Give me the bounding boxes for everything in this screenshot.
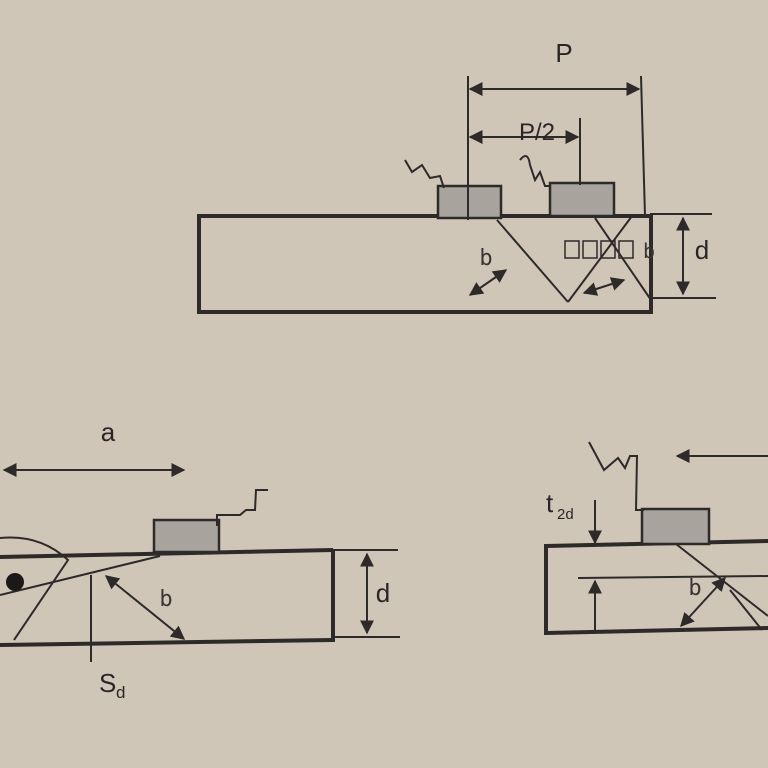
test-plate-top-edge	[0, 548, 334, 559]
label-d: d	[695, 235, 709, 265]
test-plate-top	[197, 214, 653, 314]
label-b: b	[479, 246, 492, 271]
reflector-dot	[6, 573, 24, 591]
dimension-arrow-b	[104, 575, 186, 640]
probe-cable	[588, 441, 644, 511]
label-t-subscript: 2d	[557, 506, 574, 523]
probe-cable-left	[404, 159, 445, 189]
extension-line	[640, 75, 646, 217]
label-d: d	[376, 578, 390, 608]
test-plate-bottom-edge	[0, 638, 334, 647]
label-b: b	[643, 239, 655, 263]
label-s-subscript: d	[116, 683, 125, 702]
reference-line	[577, 575, 768, 579]
beam-path	[0, 555, 161, 596]
figure-top: P P/2 b b d	[197, 38, 716, 314]
label-a: a	[101, 417, 116, 447]
probe	[640, 507, 711, 546]
probe-cable-right	[519, 155, 551, 187]
label-s: S	[99, 668, 116, 698]
dimension-arrow-b	[680, 576, 726, 628]
label-t: t	[546, 488, 554, 518]
probe-right	[548, 181, 616, 218]
figure-bottom-right: t 2d b	[544, 441, 768, 635]
beam-path	[729, 589, 763, 631]
probe-left	[436, 184, 503, 220]
probe-cable	[216, 489, 268, 526]
label-b: b	[159, 587, 172, 612]
beam-path	[496, 219, 569, 303]
placeholder-boxes	[564, 240, 634, 259]
label-p: P	[555, 38, 572, 68]
beam-path	[594, 217, 652, 301]
label-p-half: P/2	[519, 119, 555, 146]
figure-bottom-left: a S d b d	[0, 417, 400, 702]
probe	[152, 518, 221, 554]
dimension-arrow-b	[582, 277, 626, 296]
dimension-arrow-b	[468, 269, 508, 296]
test-plate-bottom-edge	[545, 626, 768, 635]
beam-path	[567, 215, 633, 303]
sound-field	[0, 536, 70, 641]
label-b: b	[688, 576, 701, 601]
